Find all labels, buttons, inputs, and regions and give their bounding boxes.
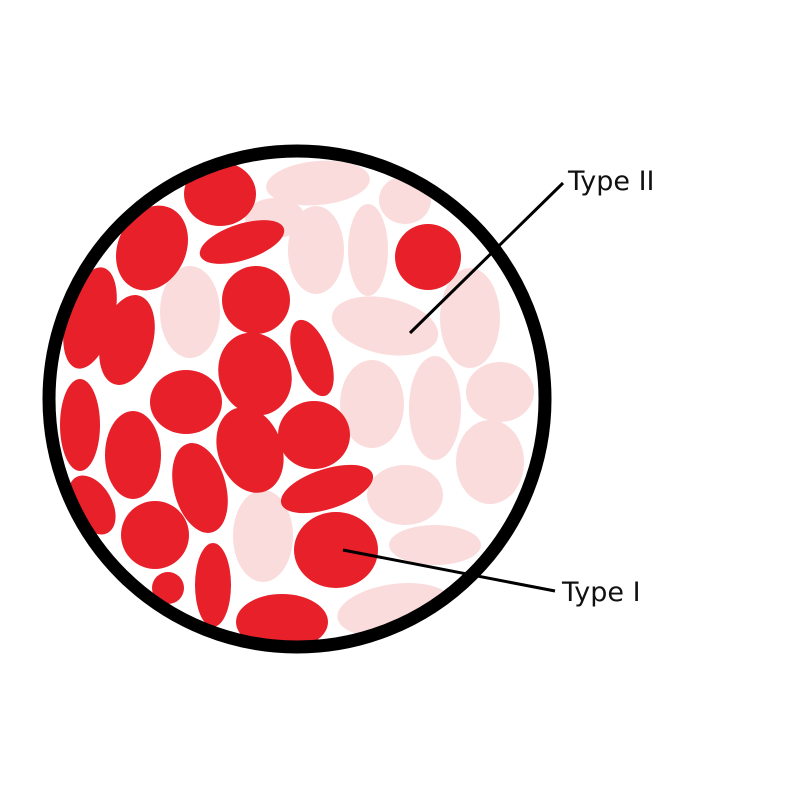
type-ii-label: Type II <box>567 166 655 197</box>
type-i-fiber <box>116 205 188 291</box>
type-ii-fiber <box>367 465 443 525</box>
type-i-fiber <box>280 464 374 514</box>
type-ii-fiber <box>266 160 370 206</box>
type-i-fiber <box>236 594 328 647</box>
type-ii-fiber <box>331 296 439 356</box>
fiber-group <box>60 160 534 647</box>
type-i-fiber <box>152 572 184 604</box>
type-ii-fiber <box>288 206 344 294</box>
type-i-leader-line <box>342 548 556 593</box>
type-i-fiber <box>99 295 155 385</box>
type-ii-fiber <box>409 356 461 460</box>
type-i-fiber <box>172 443 228 533</box>
type-i-fiber <box>184 162 256 226</box>
type-i-fiber <box>216 407 284 493</box>
type-i-fiber <box>290 319 334 397</box>
type-i-fiber <box>395 224 461 290</box>
type-i-label: Type I <box>561 577 641 608</box>
type-ii-fiber-group <box>160 160 534 637</box>
type-ii-fiber <box>233 490 293 582</box>
type-i-fiber <box>150 370 222 434</box>
type-ii-fiber <box>466 362 534 422</box>
type-ii-fiber <box>340 360 404 448</box>
type-i-fiber <box>294 512 378 588</box>
type-i-fiber <box>278 401 350 469</box>
type-i-fiber-group <box>60 162 461 647</box>
type-i-fiber <box>121 501 189 569</box>
type-ii-fiber <box>456 420 524 504</box>
type-i-fiber <box>195 543 231 627</box>
type-i-fiber <box>218 332 292 416</box>
type-ii-fiber <box>440 268 500 368</box>
type-i-fiber <box>105 411 161 499</box>
type-ii-fiber <box>389 525 481 565</box>
field-of-view-outline <box>42 144 552 654</box>
type-i-fiber <box>222 266 290 334</box>
type-ii-leader-line <box>408 181 565 335</box>
type-ii-fiber <box>348 204 388 296</box>
type-ii-fiber <box>160 266 220 358</box>
type-i-fiber <box>60 379 100 471</box>
type-i-fiber <box>199 220 285 264</box>
